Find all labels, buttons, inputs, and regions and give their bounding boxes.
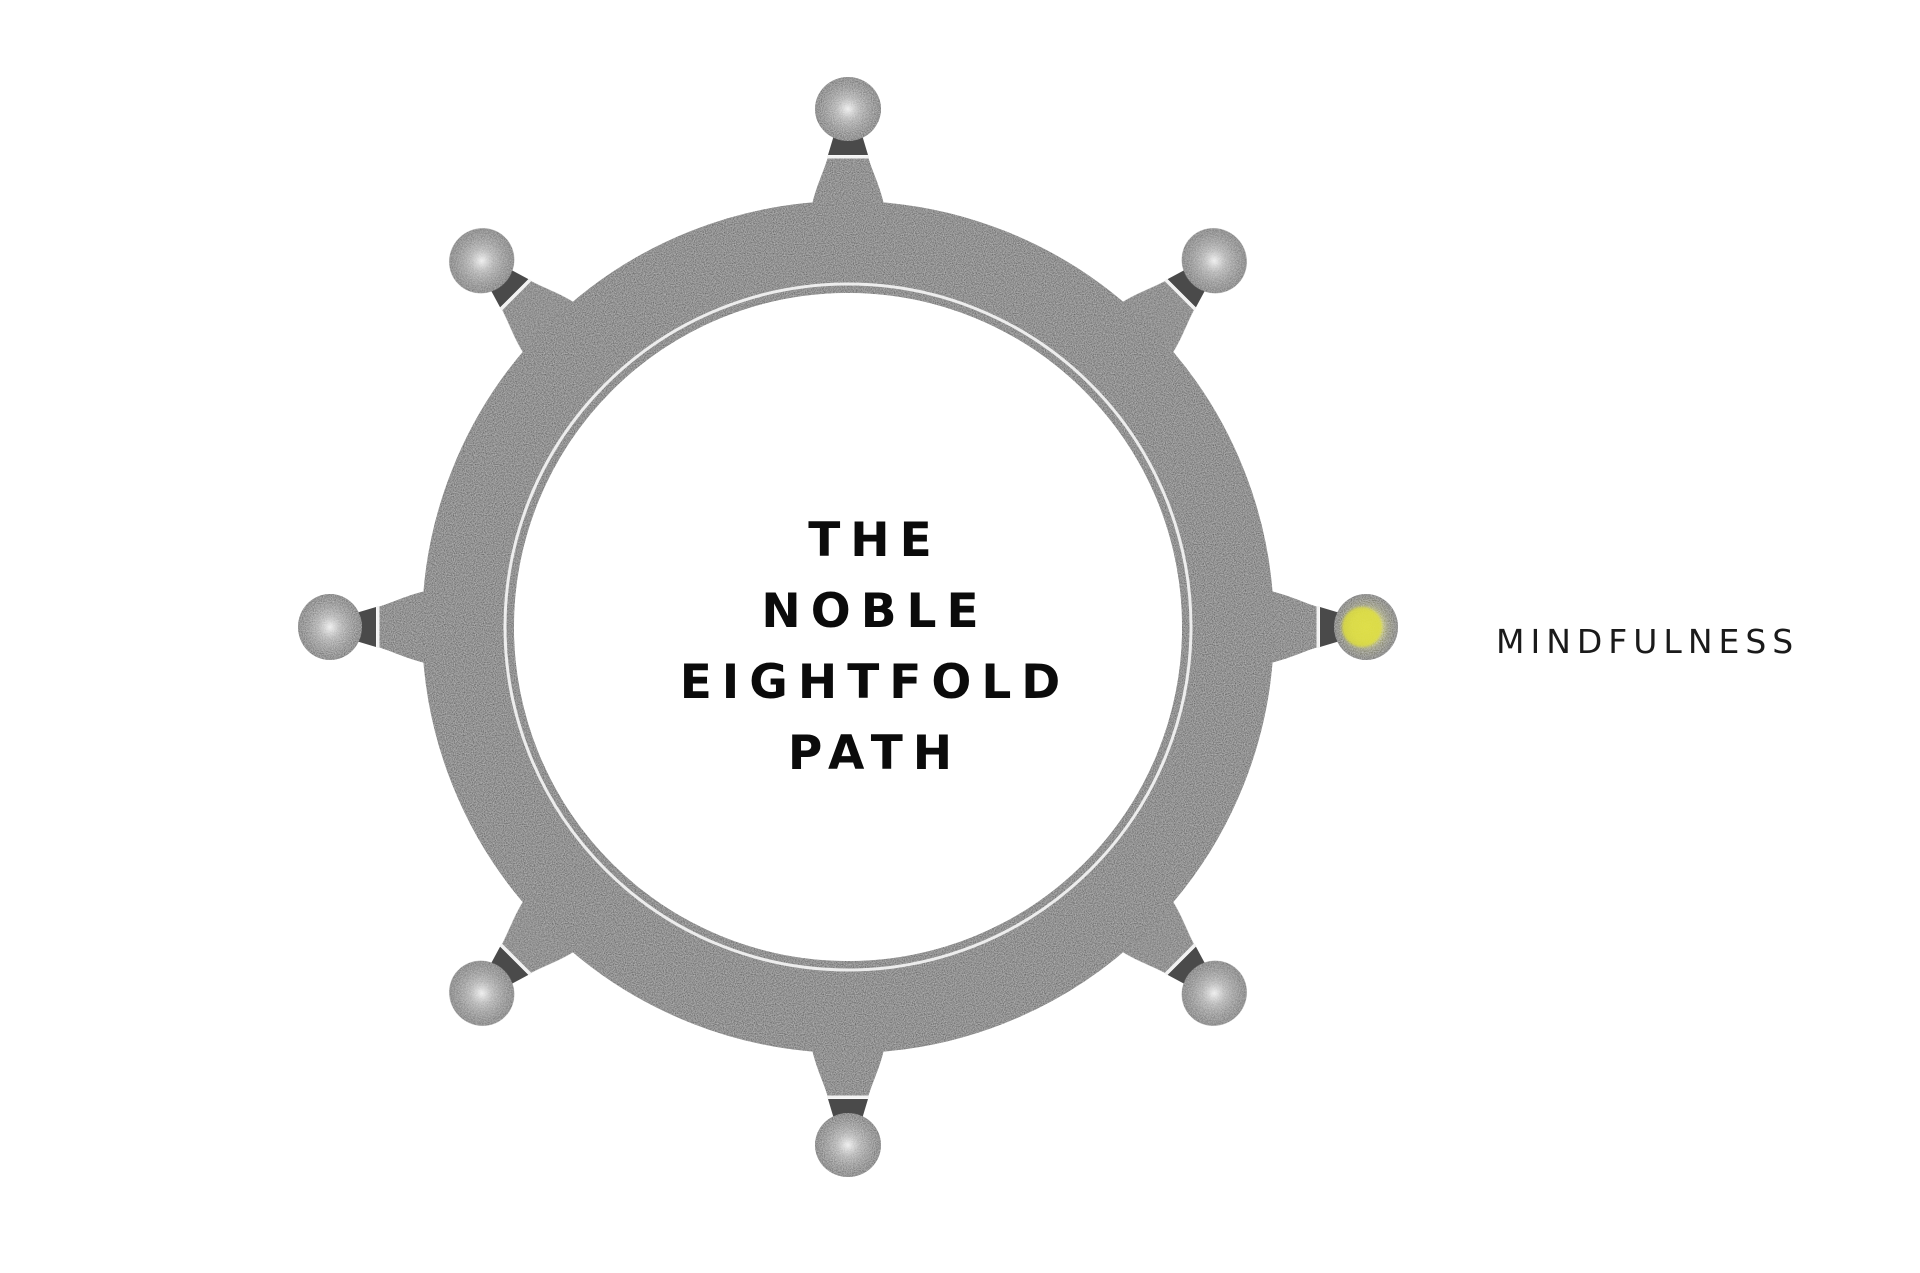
spoke-neck-west [356,607,376,647]
ring-inner-line [503,282,1193,972]
spoke-neck-south-west [490,946,529,985]
spoke-label-mindfulness: MINDFULNESS [1496,622,1800,661]
spoke-neck-north-west [490,269,529,308]
knob-north [815,77,881,141]
title-line-2: NOBLE [761,584,989,639]
spoke-neck-north-east [1167,269,1206,308]
wheel-ring [422,201,1274,1053]
knob-west [298,594,362,660]
spoke-neck-east [1320,607,1340,647]
knob-north-west [449,228,515,294]
knob-south-east [1181,960,1247,1026]
knob-south-west [449,960,515,1026]
wheel-title: THE NOBLE EIGHTFOLD PATH [630,505,1110,789]
knob-highlight-dot [1342,607,1382,647]
spoke-neck-south-east [1167,946,1206,985]
spoke-collar-south-west [499,943,532,976]
wheel-hub [514,293,1182,961]
title-line-1: THE [808,513,942,568]
knob-north-east [1181,228,1247,294]
spoke-collar-north-west [499,278,532,311]
spoke-collar-north-east [1164,278,1197,311]
title-line-4: PATH [787,726,963,781]
spoke-neck-south [828,1099,868,1119]
knob-south [815,1113,881,1177]
title-line-3: EIGHTFOLD [679,655,1071,710]
spoke-collar-south-east [1164,943,1197,976]
spoke-neck-north [828,135,868,155]
